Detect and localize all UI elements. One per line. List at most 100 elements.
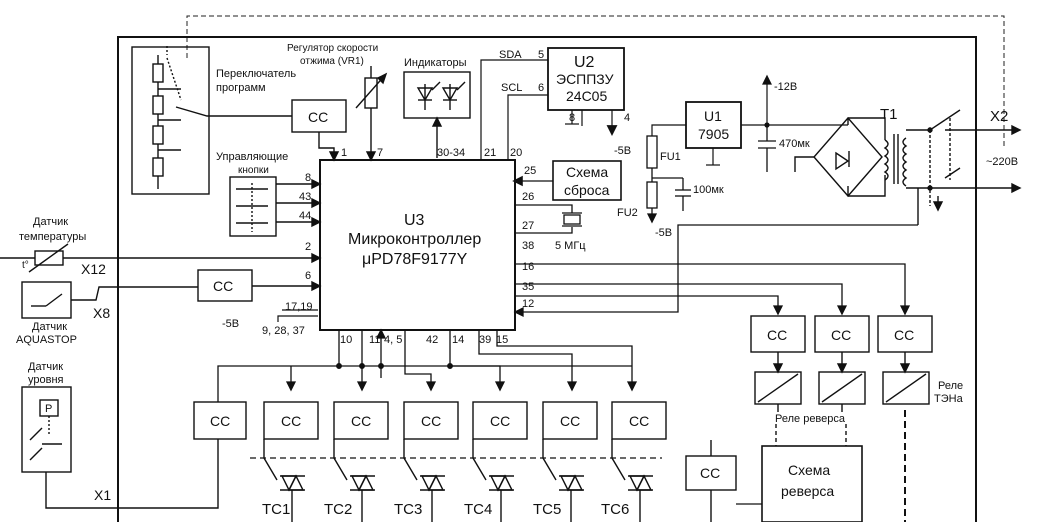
speed-regulator-label-2: отжима (VR1) (300, 56, 364, 67)
u2-eeprom (480, 47, 625, 160)
capacitor-470-label: 470мк (779, 138, 810, 150)
pin-25: 25 (524, 165, 536, 177)
pin-38: 38 (522, 240, 534, 252)
relay-control-lines (513, 224, 918, 318)
triac-tc3 (403, 439, 445, 522)
fu1-label: FU1 (660, 151, 681, 163)
minus5-left-label: -5В (222, 318, 239, 330)
bottom-bus (217, 328, 638, 402)
connector-x8: X8 (93, 305, 110, 321)
pin-12: 12 (522, 298, 534, 310)
program-selector (131, 46, 292, 195)
temperature-sensor-label-2: температуры (19, 231, 86, 243)
pin-21: 21 (484, 147, 496, 159)
u1-ref: U1 (704, 108, 722, 124)
t1-label: T1 (880, 106, 898, 123)
fuses (646, 135, 691, 224)
relay-coils (754, 371, 930, 522)
aquastop-label-2: AQUASTOP (16, 334, 77, 346)
pin-16: 16 (522, 261, 534, 273)
connector-x2: X2 (990, 108, 1008, 125)
board-frame (117, 36, 977, 522)
triac-label-tc4: TC4 (464, 501, 492, 518)
relay-reverse-label: Реле реверса (775, 413, 846, 425)
reset-label-1: Схема (566, 164, 608, 180)
pin-10: 10 (340, 334, 352, 346)
triac-label-tc3: TC3 (394, 501, 422, 518)
pin-20: 20 (510, 147, 522, 159)
crystal-label: 5 МГц (555, 240, 586, 252)
minus5-fu-label: -5В (655, 227, 672, 239)
pin-42: 42 (426, 334, 438, 346)
control-buttons-label-2: кнопки (238, 165, 269, 176)
cc-label-program: CC (308, 109, 328, 125)
speed-regulator-label-1: Регулятор скорости (287, 43, 378, 54)
cc-label-tc6: CC (629, 413, 649, 429)
pin-7: 7 (377, 147, 383, 159)
triac-tc1 (263, 439, 305, 522)
u3-ref: U3 (404, 212, 425, 229)
pin-14: 14 (452, 334, 464, 346)
cc-block-program (291, 99, 347, 162)
reset-circuit (512, 160, 622, 201)
capacitor-470 (758, 125, 776, 172)
connector-x1: X1 (94, 487, 111, 503)
triac-tc6 (611, 439, 653, 522)
pin-30-34: 30-34 (437, 147, 465, 159)
indicators-label: Индикаторы (404, 57, 467, 69)
u2-pin-8: 8 (569, 112, 575, 124)
scl-label: SCL (501, 82, 522, 94)
triac-label-tc2: TC2 (324, 501, 352, 518)
cc-driver-blocks (193, 401, 667, 440)
pin-9-28-37: 9, 28, 37 (262, 325, 305, 337)
pin-6: 6 (305, 270, 311, 282)
triac-group (263, 439, 653, 522)
u1-part: 7905 (698, 126, 729, 142)
pin-35: 35 (522, 281, 534, 293)
cc-label-tc4: CC (490, 413, 510, 429)
speed-regulator (355, 66, 388, 162)
cc-label-relay-3: CC (894, 327, 914, 343)
temperature-sensor-label-1: Датчик (33, 216, 68, 228)
u2-pin-6: 6 (538, 82, 544, 94)
cc-label-relay-2: CC (831, 327, 851, 343)
cc-label-tc5: CC (560, 413, 580, 429)
program-selector-label-2: программ (216, 82, 266, 94)
pin-43: 43 (299, 191, 311, 203)
pin-17-19: 17,19 (285, 301, 313, 313)
triac-label-tc1: TC1 (262, 501, 290, 518)
triac-tc2 (333, 439, 375, 522)
pin-27: 27 (522, 220, 534, 232)
pin-8: 8 (305, 172, 311, 184)
cc-label-tc1: CC (281, 413, 301, 429)
aquastop-sensor (21, 269, 322, 319)
triac-tc4 (472, 439, 514, 522)
reverse-label-1: Схема (788, 462, 830, 478)
u1-regulator (651, 101, 848, 166)
level-sensor (21, 386, 219, 509)
reverse-circuit (736, 445, 863, 522)
minus5-left (277, 309, 318, 322)
relay-heater-label-2: ТЭНа (934, 393, 964, 405)
cc-label-tc3: CC (421, 413, 441, 429)
bridge-rectifier (794, 116, 886, 198)
fu2-label: FU2 (617, 207, 638, 219)
cc-block-reverse (685, 440, 737, 522)
cc-relay-blocks (750, 315, 933, 374)
minus5-u2-label: -5В (614, 145, 631, 157)
connector-x12: X12 (81, 261, 106, 277)
reverse-label-2: реверса (781, 483, 834, 499)
program-selector-label-1: Переключатель (216, 68, 296, 80)
u2-ref: U2 (574, 54, 595, 71)
level-sensor-label-1: Датчик (28, 361, 63, 373)
mains-switch (917, 109, 1022, 225)
pin-39: 39 (479, 334, 491, 346)
control-buttons (229, 176, 322, 237)
triac-label-tc5: TC5 (533, 501, 561, 518)
u3-microcontroller (319, 159, 516, 331)
u3-name: Микроконтроллер (348, 231, 481, 248)
u2-part: 24C05 (566, 88, 607, 104)
cc-label-tc2: CC (351, 413, 371, 429)
pin-11: 11 (369, 334, 380, 346)
